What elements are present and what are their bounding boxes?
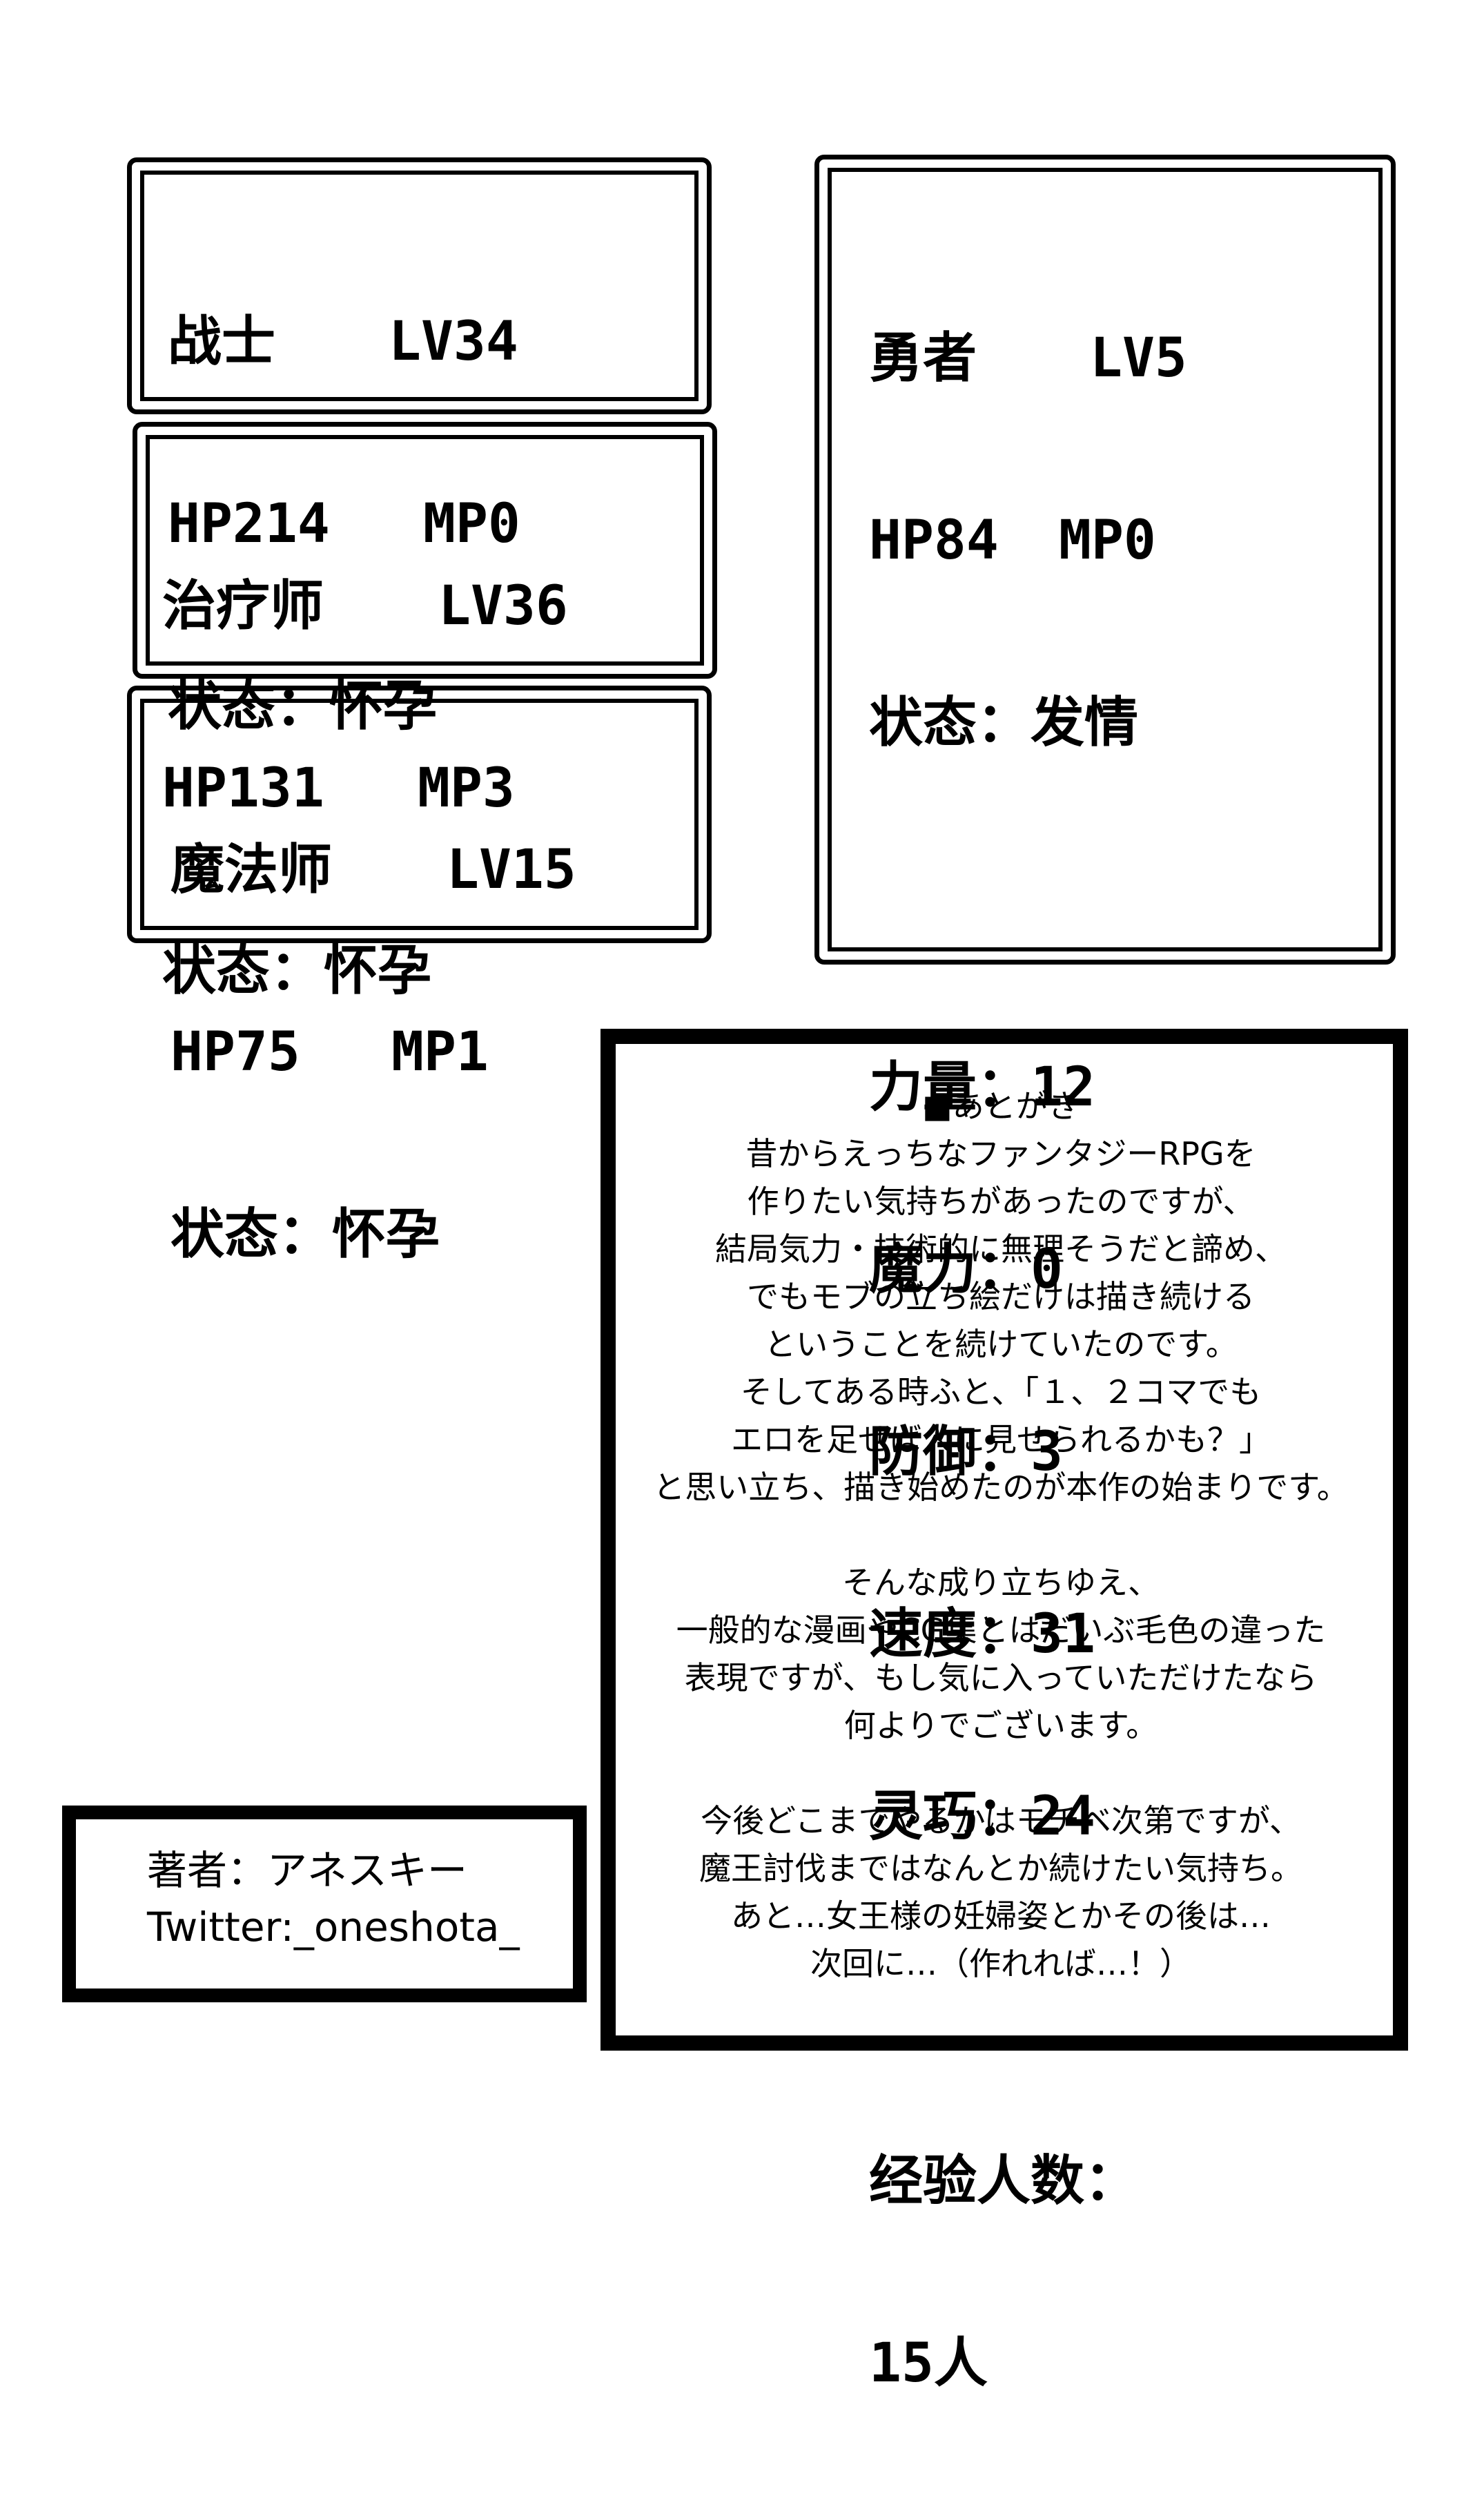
char-hp: HP131 [162,757,324,820]
afterword-line: あと…女王様の妊婦姿とかその後は… [731,1897,1271,1935]
afterword-line: 表現ですが、もし気に入っていただけたなら [684,1659,1318,1696]
hero-name: 勇者 [869,327,977,389]
hero-exp-label: 经验人数： [869,2150,1139,2212]
hero-mp: MP0 [1059,510,1156,572]
afterword-line: 作りたい気持ちがあったのですが、 [747,1183,1255,1220]
afterword-line: そんな成り立ちゆえ、 [842,1564,1160,1601]
afterword-heading: ■あとがき [922,1087,1080,1125]
box-inner-border [140,699,699,930]
status-box-mage: 魔法师 LV15 HP75 MP1 状态：怀孕 [127,686,712,1265]
hero-stat: 灵巧：24 [869,1786,1095,1848]
author-name: 著者：アネスキー [147,1847,468,1894]
author-info: 著者：アネスキー Twitter:_oneshota_ [147,1842,520,1955]
hero-level: LV5 [1090,327,1187,389]
afterword-line: でもモブの立ち絵だけは描き続ける [747,1278,1255,1315]
status-box-healer: 治疗师 LV36 HP131 MP3 状态：怀孕 [133,422,717,1001]
afterword-text: ■あとがき 昔からえっちなファンタジーRPGを 作りたい気持ちがあったのですが、… [607,1083,1394,1988]
char-level: LV15 [447,839,576,901]
char-mp: MP3 [418,757,515,820]
author-frame [62,1806,587,2002]
hero-stat: 防御：3 [869,1421,1063,1483]
char-status: 状态：怀孕 [162,940,432,1002]
hero-stat: 力量：12 [869,1056,1095,1119]
box-inner-border [828,168,1383,951]
hero-stat: 速度：31 [869,1603,1095,1665]
afterword-frame [601,1029,1408,2051]
char-hp: HP214 [168,493,330,555]
afterword-line: 結局気力・技術的に無理そうだと諦め、 [715,1230,1287,1268]
char-name: 战士 [168,311,276,373]
hero-hp: HP84 [869,510,999,572]
char-name: 魔法师 [170,839,333,901]
author-twitter: Twitter:_oneshota_ [147,1904,520,1951]
char-mp: MP1 [391,1021,489,1083]
hero-status: 状态：发情 [869,692,1139,754]
afterword-line: エロを足せば人に見せられるかも？」 [731,1421,1271,1458]
afterword-line: 何よりでございます。 [843,1707,1158,1744]
char-status: 状态：怀孕 [170,1203,440,1266]
char-hp: HP75 [170,1021,300,1083]
afterword-line: 一般的な漫画やCG集とはだいぶ毛色の違った [676,1612,1326,1649]
char-level: LV34 [389,311,518,373]
afterword-line: 次回に…（作れれば…！） [810,1945,1191,1982]
afterword-line: 今後どこまでやるかはモチベ次第ですが、 [701,1802,1301,1839]
afterword-line: と思い立ち、描き始めたのが本作の始まりです。 [653,1469,1349,1506]
status-box-hero: 勇者 LV5 HP84 MP0 状态：发情 力量：12 魔力：0 防御：3 速度：3… [814,155,1396,2394]
box-inner-border [146,435,704,666]
char-name: 治疗师 [162,575,324,637]
afterword-line: 魔王討伐まではなんとか続けたい気持ち。 [699,1850,1302,1887]
afterword-line: そしてある時ふと、「１、２コマでも [740,1373,1262,1411]
afterword-line: 昔からえっちなファンタジーRPGを [745,1135,1256,1172]
hero-stat: 魔力：0 [869,1239,1063,1301]
hero-exp-value: 15人 [869,2332,988,2394]
box-inner-border [140,171,699,401]
char-level: LV36 [438,575,568,637]
afterword-line: ということを続けていたのです。 [764,1326,1238,1363]
char-mp: MP0 [423,493,520,555]
